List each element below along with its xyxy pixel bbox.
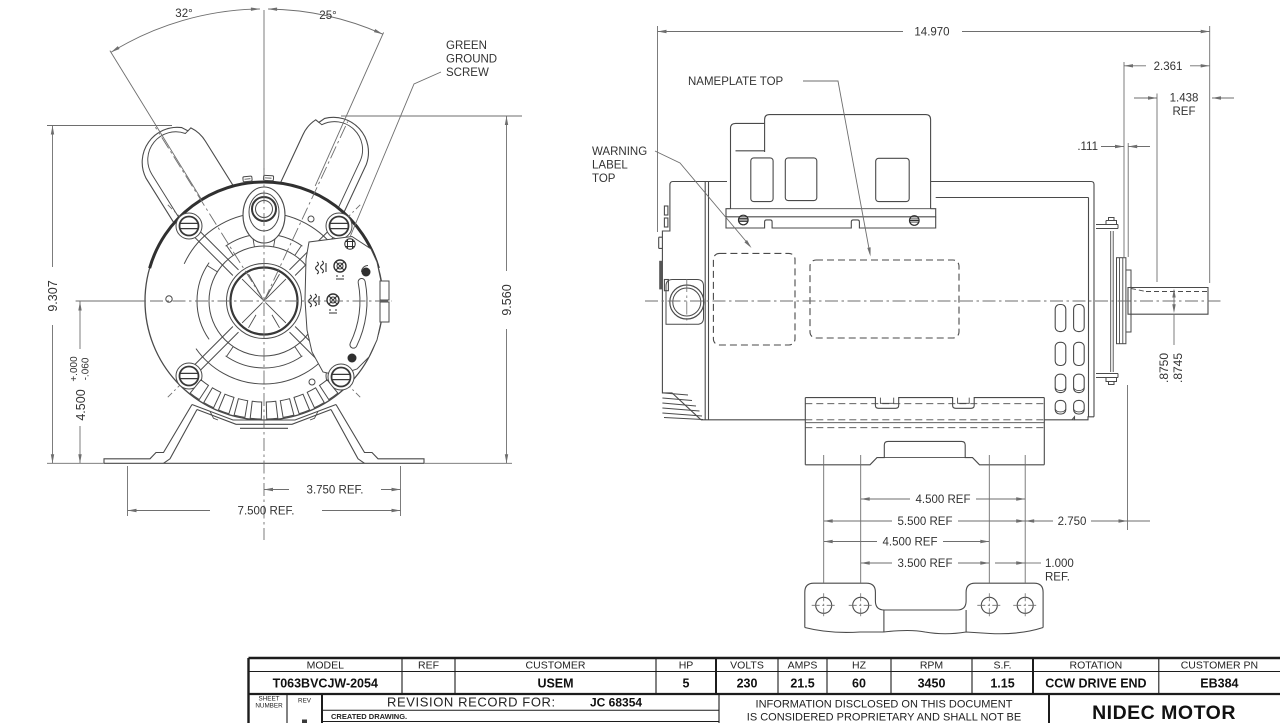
svg-text:TOP: TOP (592, 173, 616, 185)
svg-text:SHEET: SHEET (259, 696, 280, 703)
svg-text:IS CONSIDERED PROPRIETARY AND: IS CONSIDERED PROPRIETARY AND SHALL NOT … (747, 712, 1021, 723)
svg-text:NAMEPLATE TOP: NAMEPLATE TOP (688, 76, 784, 88)
svg-text:REF: REF (1173, 106, 1196, 118)
svg-text:REF.: REF. (1045, 572, 1070, 584)
svg-text:HP: HP (679, 659, 694, 671)
svg-text:CUSTOMER: CUSTOMER (526, 659, 586, 671)
svg-text:230: 230 (737, 677, 758, 691)
svg-text:4.500: 4.500 (74, 389, 88, 420)
svg-text:1.438: 1.438 (1170, 93, 1199, 105)
svg-text:REF: REF (418, 659, 439, 671)
svg-text:VOLTS: VOLTS (730, 659, 764, 671)
svg-text:60: 60 (852, 677, 866, 691)
svg-text:1.000: 1.000 (1045, 558, 1074, 570)
svg-text:JC 68354: JC 68354 (590, 696, 642, 710)
svg-text:MODEL: MODEL (307, 659, 345, 671)
svg-text:HZ: HZ (852, 659, 867, 671)
svg-text:9.560: 9.560 (500, 284, 514, 315)
svg-text:9.307: 9.307 (46, 280, 60, 311)
svg-text:7.500 REF.: 7.500 REF. (238, 506, 295, 518)
svg-text:3.750 REF.: 3.750 REF. (307, 485, 364, 497)
svg-text:1.15: 1.15 (990, 677, 1014, 691)
svg-text:14.970: 14.970 (914, 27, 949, 39)
svg-text:SCREW: SCREW (446, 67, 489, 79)
svg-text:REV: REV (298, 698, 312, 705)
svg-text:3.500 REF: 3.500 REF (898, 558, 953, 570)
svg-text:21.5: 21.5 (790, 677, 814, 691)
svg-text:+.000: +.000 (69, 356, 80, 382)
svg-text:NIDEC MOTOR: NIDEC MOTOR (1092, 702, 1236, 723)
svg-text:.8750: .8750 (1157, 353, 1171, 383)
svg-text:GREEN: GREEN (446, 40, 487, 52)
svg-text:NUMBER: NUMBER (255, 703, 283, 710)
svg-text:USEM: USEM (537, 677, 573, 691)
svg-text:EB384: EB384 (1200, 677, 1238, 691)
svg-text:4.500 REF: 4.500 REF (883, 537, 938, 549)
svg-text:T063BVCJW-2054: T063BVCJW-2054 (273, 677, 378, 691)
svg-text:-.060: -.060 (81, 357, 92, 380)
svg-text:AMPS: AMPS (788, 659, 818, 671)
svg-text:2.750: 2.750 (1058, 516, 1087, 528)
svg-text:CUSTOMER PN: CUSTOMER PN (1181, 659, 1258, 671)
svg-text:4.500 REF: 4.500 REF (916, 494, 971, 506)
svg-text:5.500 REF: 5.500 REF (898, 516, 953, 528)
svg-text:.8745: .8745 (1171, 353, 1185, 383)
svg-text:GROUND: GROUND (446, 54, 497, 66)
svg-text:WARNING: WARNING (592, 146, 647, 158)
svg-text:S.F.: S.F. (993, 659, 1011, 671)
svg-text:REVISION RECORD FOR:: REVISION RECORD FOR: (387, 695, 556, 710)
svg-text:CCW DRIVE END: CCW DRIVE END (1045, 677, 1146, 691)
svg-text:RPM: RPM (920, 659, 943, 671)
svg-text:32°: 32° (175, 8, 192, 20)
svg-text:2.361: 2.361 (1154, 61, 1183, 73)
svg-text:5: 5 (683, 677, 690, 691)
svg-text:3450: 3450 (918, 677, 946, 691)
svg-text:LABEL: LABEL (592, 160, 628, 172)
svg-text:INFORMATION DISCLOSED ON THIS: INFORMATION DISCLOSED ON THIS DOCUMENT (756, 699, 1013, 711)
svg-text:.111: .111 (1077, 141, 1098, 153)
svg-text:25°: 25° (319, 10, 336, 22)
svg-text:ROTATION: ROTATION (1070, 659, 1123, 671)
svg-text:CREATED DRAWING.: CREATED DRAWING. (331, 712, 407, 721)
